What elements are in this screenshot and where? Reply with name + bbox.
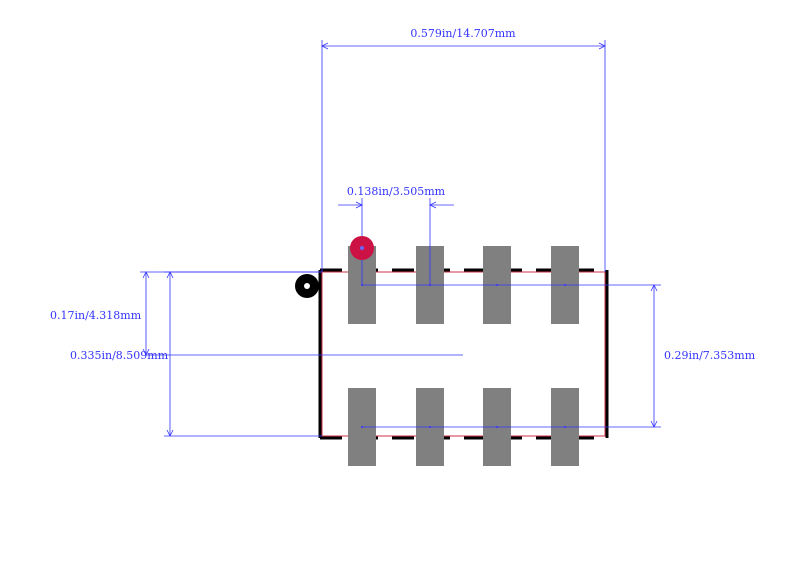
pin1-marker-center (360, 246, 364, 250)
arrow-heads (142, 42, 658, 437)
courtyard (321, 271, 606, 437)
orientation-dot-center (304, 283, 310, 289)
pad-center-markers (361, 284, 566, 428)
dimension-labels: 0.579in/14.707mm 0.138in/3.505mm 0.17in/… (50, 27, 756, 362)
label-pin-pitch: 0.138in/3.505mm (347, 185, 446, 198)
label-row-spacing: 0.29in/7.353mm (664, 349, 756, 362)
label-overall-width: 0.579in/14.707mm (410, 27, 516, 40)
label-body-height: 0.335in/8.509mm (70, 349, 169, 362)
label-pad-length: 0.17in/4.318mm (50, 309, 142, 322)
dimension-lines (140, 40, 661, 437)
